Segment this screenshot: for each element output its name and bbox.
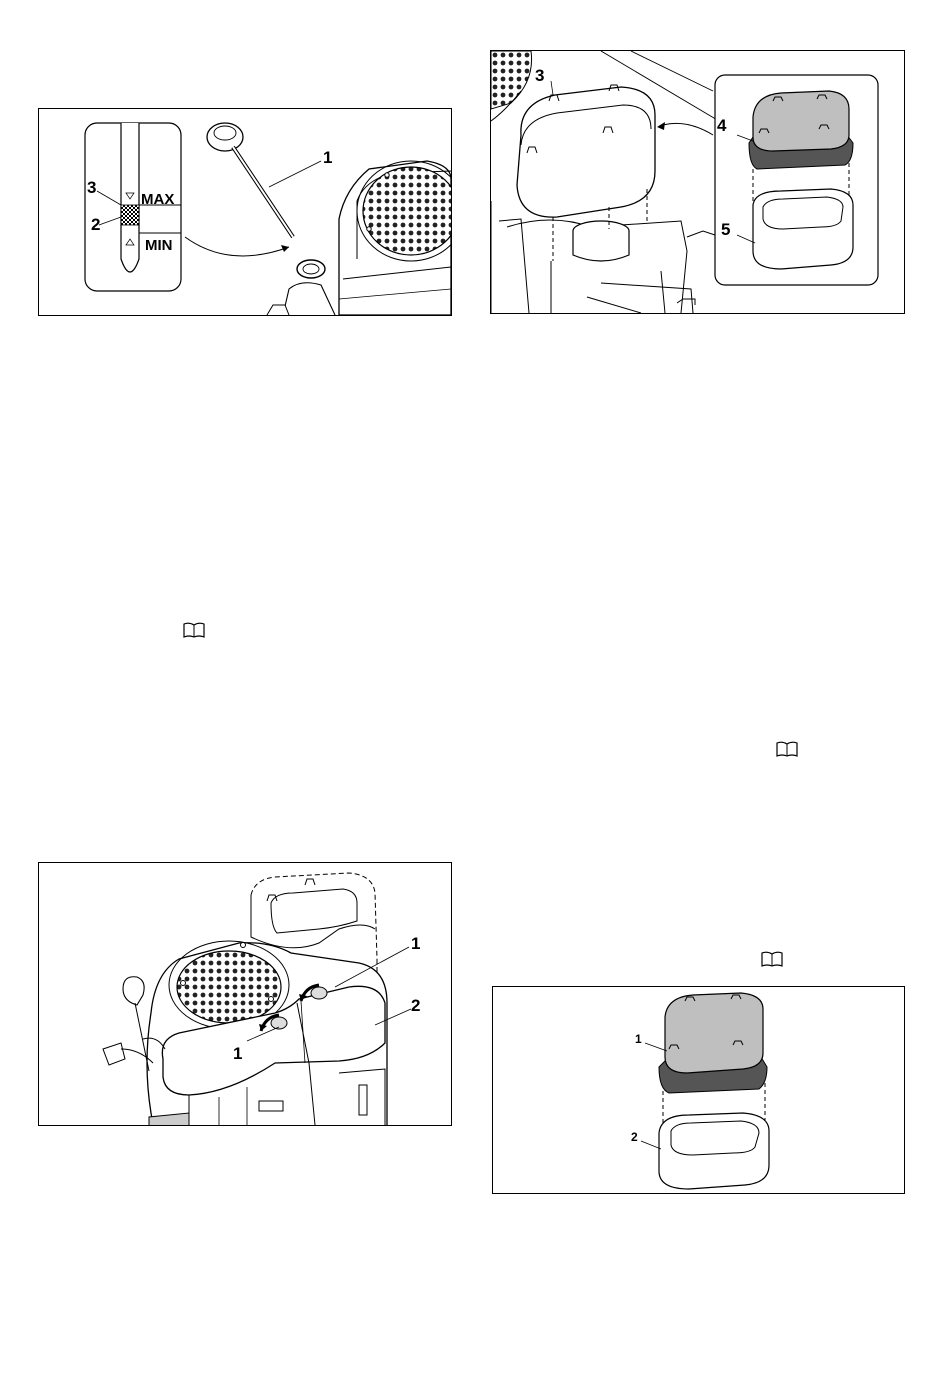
figure-dipstick: 1 3 2 MAX MIN: [38, 108, 452, 316]
callout-foam-element: 5: [721, 221, 730, 238]
callout-level-zone: 2: [91, 216, 100, 233]
callout-knob-lower: 1: [233, 1045, 242, 1062]
book-icon: [183, 622, 205, 638]
callout-max-mark: 3: [87, 179, 96, 196]
callout-paper-element: 4: [717, 117, 726, 134]
callout-cover: 2: [411, 997, 420, 1014]
callout-knob-upper: 1: [411, 935, 420, 952]
filter-elements-illustration: [493, 987, 904, 1193]
engine-cover-illustration: [39, 863, 451, 1125]
dipstick-illustration: [39, 109, 451, 315]
book-icon: [761, 951, 783, 967]
callout-dipstick: 1: [323, 149, 332, 166]
callout-foam-element: 2: [631, 1131, 638, 1143]
max-label: MAX: [141, 191, 174, 208]
book-icon: [776, 741, 798, 757]
callout-cover: 3: [535, 67, 544, 84]
airfilter-housing-illustration: [491, 51, 904, 313]
figure-airfilter-housing: 3 4 5: [490, 50, 905, 314]
min-label: MIN: [145, 237, 173, 254]
figure-engine-cover: 1 2 1: [38, 862, 452, 1126]
callout-paper-element: 1: [635, 1033, 642, 1045]
figure-filter-elements: 1 2: [492, 986, 905, 1194]
